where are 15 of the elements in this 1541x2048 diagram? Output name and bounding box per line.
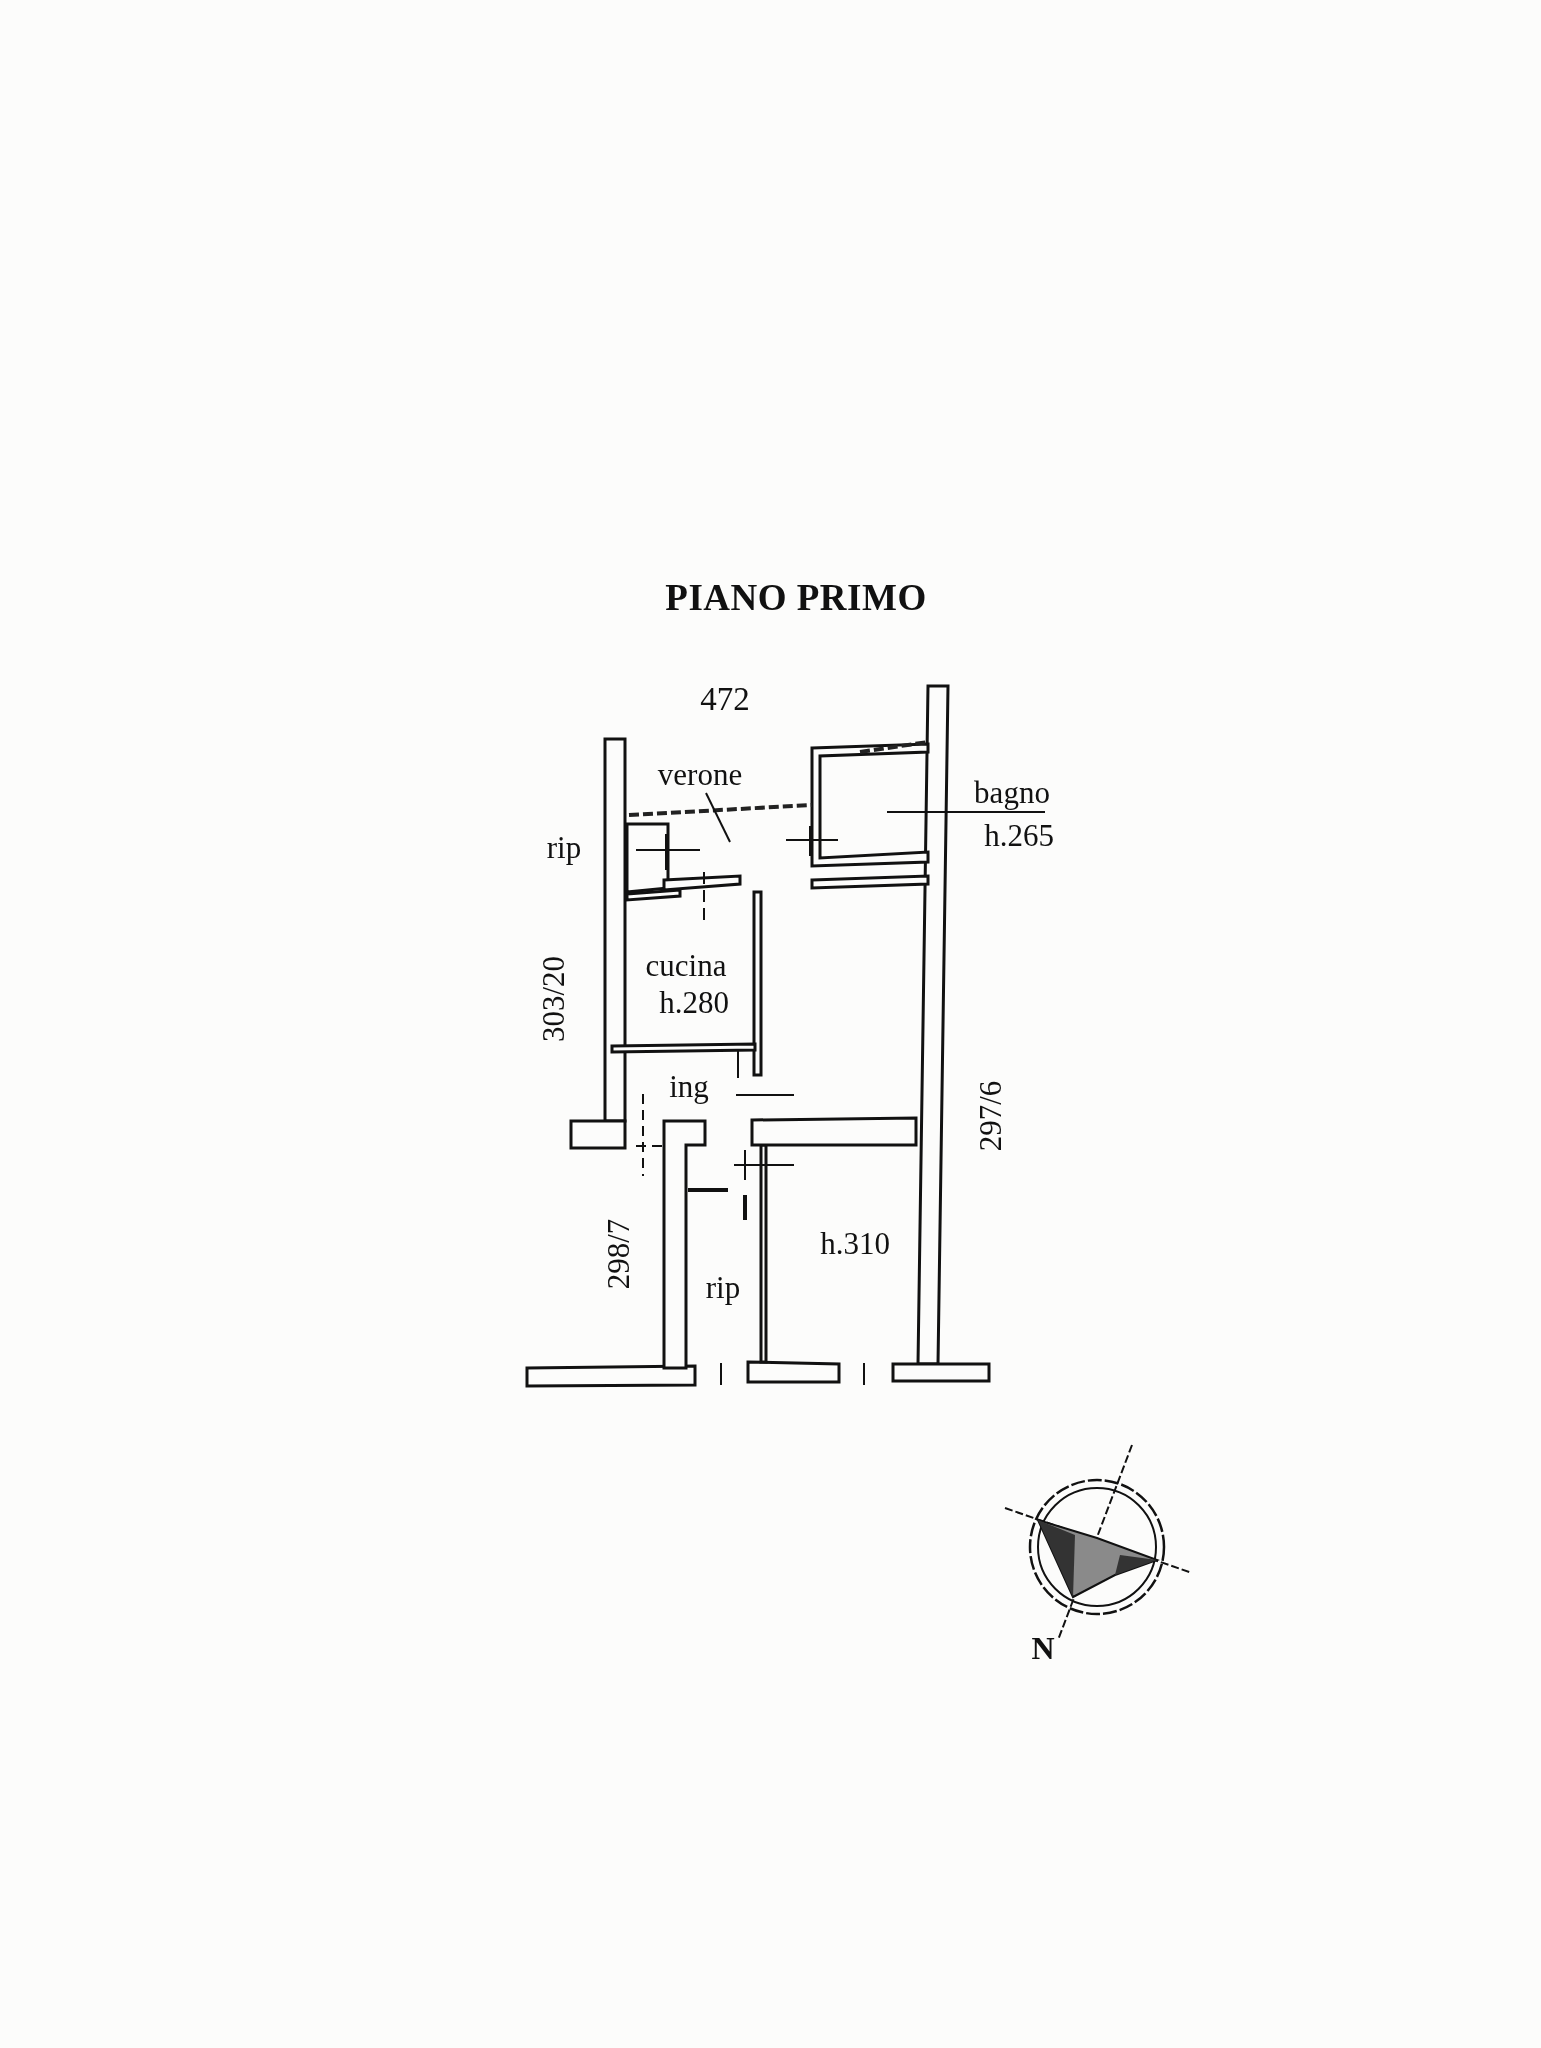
dimension-label: 298/7	[602, 1218, 634, 1290]
room-label: rip	[546, 831, 582, 863]
north-label: N	[1031, 1632, 1055, 1664]
height-label: h.280	[659, 986, 729, 1018]
room-label: verone	[657, 758, 743, 790]
room-label: rip	[705, 1271, 741, 1303]
room-label: bagno	[974, 776, 1050, 808]
dimension-label: 303/20	[537, 955, 569, 1043]
room-label: cucina	[645, 949, 727, 981]
dimension-label: 297/6	[974, 1080, 1006, 1152]
room-label: ing	[669, 1070, 709, 1102]
dimension-label: 472	[700, 682, 750, 716]
height-label: h.310	[820, 1227, 890, 1259]
plan-title: PIANO PRIMO	[665, 575, 927, 619]
height-label: h.265	[984, 819, 1054, 851]
